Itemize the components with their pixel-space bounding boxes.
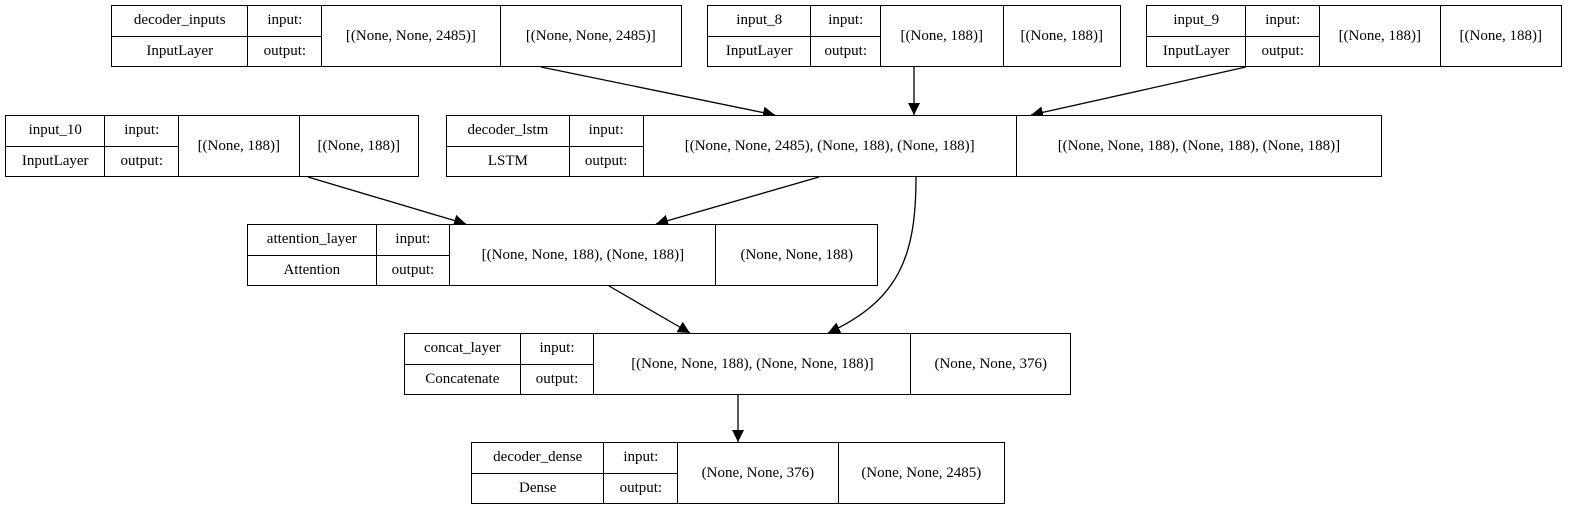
output-label: output: xyxy=(520,363,594,395)
input-label: input: xyxy=(588,122,624,139)
input-shape: [(None, 188)] xyxy=(1320,6,1441,66)
input-shape: [(None, None, 188), (None, None, 188)] xyxy=(594,334,912,394)
layer-type: Dense xyxy=(472,472,604,504)
input-label: input: xyxy=(124,122,160,139)
input-shape: [(None, 188)] xyxy=(179,116,300,176)
input-shape: [(None, None, 188), (None, 188)] xyxy=(450,225,717,285)
layer-type: InputLayer xyxy=(708,35,811,67)
input-shape: [(None, 188)] xyxy=(881,6,1004,66)
layer-name: attention_layer xyxy=(266,231,357,248)
layer-type: LSTM xyxy=(447,145,569,177)
edge-input-9-to-decoder-lstm xyxy=(1030,66,1247,119)
output-label: output: xyxy=(105,145,179,177)
edge-decoder-lstm-to-concat-layer xyxy=(827,176,917,334)
input-shape: [(None, None, 2485), (None, 188), (None,… xyxy=(644,116,1017,176)
edge-input-10-to-attention-layer xyxy=(307,176,467,227)
layer-type: InputLayer xyxy=(112,35,248,67)
edge-attention-layer-to-concat-layer xyxy=(608,285,691,334)
layer-type: InputLayer xyxy=(6,145,105,177)
output-shape: [(None, 188)] xyxy=(317,137,400,154)
output-shape: [(None, 188)] xyxy=(1459,27,1543,44)
input-label: input: xyxy=(539,340,575,357)
output-shape: (None, None, 376) xyxy=(934,355,1047,372)
input-shape: (None, None, 376) xyxy=(678,443,839,503)
layer-name: decoder_inputs xyxy=(133,12,226,29)
layer-name: decoder_dense xyxy=(493,449,583,466)
output-label: output: xyxy=(569,145,643,177)
edge-decoder-inputs-to-decoder-lstm xyxy=(540,66,776,119)
output-label: output: xyxy=(604,472,678,504)
output-shape: (None, None, 188) xyxy=(740,246,853,263)
output-shape: (None, None, 2485) xyxy=(861,464,982,481)
layer-type: Concatenate xyxy=(405,363,520,395)
input-shape: [(None, None, 2485)] xyxy=(322,6,501,66)
layer-name: input_8 xyxy=(736,12,783,29)
output-label: output: xyxy=(811,35,881,67)
layer-type: InputLayer xyxy=(1147,35,1246,67)
layer-type: Attention xyxy=(248,254,376,286)
output-shape: [(None, None, 188), (None, 188), (None, … xyxy=(1057,137,1341,154)
output-label: output: xyxy=(248,35,322,67)
input-label: input: xyxy=(1265,12,1301,29)
input-label: input: xyxy=(623,449,659,466)
output-label: output: xyxy=(1246,35,1320,67)
layer-name: decoder_lstm xyxy=(467,122,549,139)
output-label: output: xyxy=(376,254,450,286)
input-label: input: xyxy=(267,12,303,29)
output-shape: [(None, None, 2485)] xyxy=(525,27,656,44)
layer-name: concat_layer xyxy=(424,340,501,357)
edge-decoder-lstm-to-attention-layer xyxy=(655,176,820,227)
layer-name: input_9 xyxy=(1173,12,1220,29)
input-label: input: xyxy=(395,231,431,248)
layer-name: input_10 xyxy=(28,122,82,139)
output-shape: [(None, 188)] xyxy=(1020,27,1103,44)
input-label: input: xyxy=(828,12,864,29)
